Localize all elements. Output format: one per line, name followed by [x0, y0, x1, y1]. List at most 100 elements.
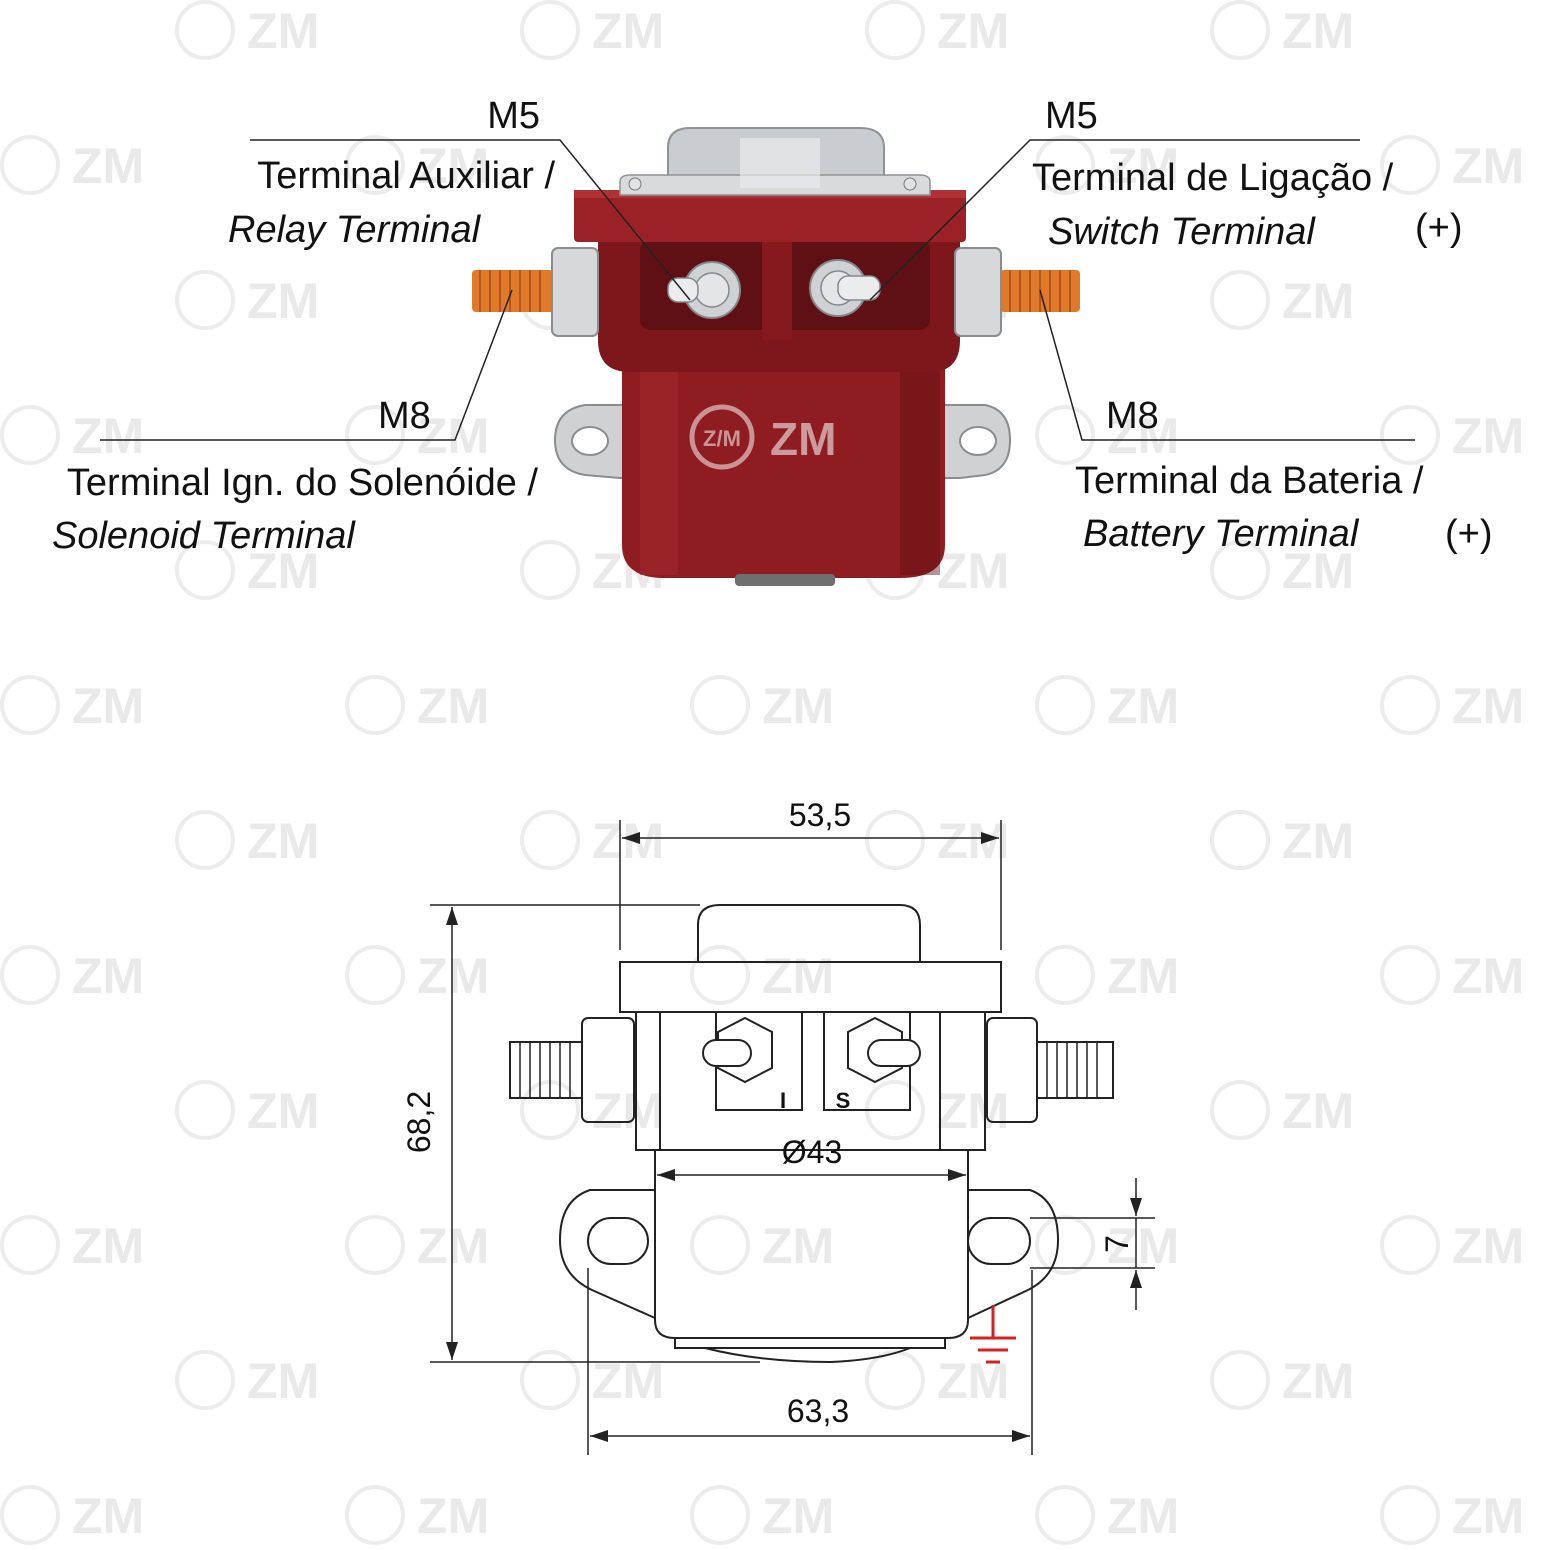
drawing-bracket-right — [967, 1189, 1060, 1319]
watermark-logo-ring — [175, 1350, 235, 1410]
drawing-m5-nut-left — [717, 1016, 773, 1084]
right-m8-stud — [954, 247, 1080, 337]
watermark-text: ZM — [247, 3, 319, 59]
solenoid-body — [622, 350, 945, 578]
drawing-thread-left — [509, 1041, 583, 1099]
drawing-m5-nut-right — [847, 1016, 903, 1084]
watermark-logo-ring — [1380, 1215, 1440, 1275]
watermark-logo-ring — [865, 1350, 925, 1410]
watermark-logo-ring — [1380, 1485, 1440, 1545]
svg-text:ZM: ZM — [770, 413, 836, 465]
label-battery-pt: Terminal da Bateria / — [1075, 460, 1424, 502]
dim-height-value: 68,2 — [401, 1091, 437, 1153]
ground-symbol — [970, 1305, 1016, 1364]
watermark-logo-ring — [690, 1485, 750, 1545]
watermark-text: ZM — [937, 813, 1009, 869]
drawing-hole-right — [967, 1217, 1031, 1265]
watermark-text: ZM — [762, 1218, 834, 1274]
label-switch-pt: Terminal de Ligação / — [1032, 157, 1394, 199]
watermark-logo-ring — [1210, 540, 1270, 600]
body-brand-logo: Z/M ZM — [689, 404, 836, 470]
dimension-values: 53,5 68,2 Ø43 7 63,3 — [401, 797, 1135, 1429]
watermark-text: ZM — [1107, 948, 1179, 1004]
watermark-text: ZM — [72, 1218, 144, 1274]
watermark-text: ZM — [1107, 1218, 1179, 1274]
left-m8-stud — [472, 247, 599, 337]
technical-drawing — [509, 904, 1114, 1364]
watermark-text: ZM — [592, 813, 664, 869]
label-solenoid-pt: Terminal Ign. do Solenóide / — [67, 462, 539, 504]
watermark-text: ZM — [417, 408, 489, 464]
label-relay-pt: Terminal Auxiliar / — [257, 155, 555, 197]
watermark-logo-ring — [175, 810, 235, 870]
watermark-text: ZM — [592, 1083, 664, 1139]
leader-bottom-left — [100, 289, 513, 441]
dim-diameter-value: Ø43 — [782, 1134, 842, 1170]
watermark-text: ZM — [937, 1083, 1009, 1139]
watermark-logo-ring — [345, 675, 405, 735]
watermark-text: ZM — [1107, 138, 1179, 194]
watermark-logo-ring — [1210, 1080, 1270, 1140]
watermark-text: ZM — [1107, 1488, 1179, 1544]
watermark-logo-ring — [520, 0, 580, 60]
right-m5-stud — [809, 259, 881, 317]
svg-text:Z/M: Z/M — [703, 426, 741, 451]
leader-top-right — [869, 139, 1360, 301]
dim-width-base-value: 63,3 — [787, 1393, 849, 1429]
cap-screw-right — [903, 177, 917, 191]
body-base — [735, 574, 835, 586]
watermark-logo-ring — [175, 540, 235, 600]
watermark-logo-ring — [0, 405, 60, 465]
watermark-logo-ring — [345, 1215, 405, 1275]
watermark-text: ZM — [417, 678, 489, 734]
watermark-text: ZM — [1282, 3, 1354, 59]
watermark-logo-ring — [690, 675, 750, 735]
watermark-text: ZM — [1282, 543, 1354, 599]
top-flange — [574, 190, 966, 242]
watermark-logo-ring — [0, 1485, 60, 1545]
watermark-logo-ring — [0, 1215, 60, 1275]
cap-shine — [740, 138, 820, 188]
watermark-text: ZM — [762, 1488, 834, 1544]
terminal-mark-s: S — [836, 1088, 851, 1113]
watermark-text: ZM — [1452, 1218, 1524, 1274]
watermark-logo-ring — [690, 945, 750, 1005]
watermark-text: ZM — [247, 273, 319, 329]
watermark-text: ZM — [247, 1353, 319, 1409]
watermark-logo-ring — [345, 1485, 405, 1545]
dimension-lines — [430, 820, 1155, 1455]
watermark-logo-ring — [1210, 1350, 1270, 1410]
drawing-cap — [697, 904, 921, 962]
watermark-logo-ring — [1035, 675, 1095, 735]
watermark-text: ZM — [762, 678, 834, 734]
watermark-text: ZM — [762, 948, 834, 1004]
watermark-logo-ring — [1035, 945, 1095, 1005]
drawing-housing — [635, 1012, 986, 1151]
watermark-text: ZM — [1452, 138, 1524, 194]
watermark-text: ZM — [417, 1218, 489, 1274]
watermark-text: ZM — [417, 948, 489, 1004]
drawing-bracket-left — [558, 1189, 656, 1319]
watermark-logo-ring — [175, 1080, 235, 1140]
label-relay-en: Relay Terminal — [228, 209, 482, 251]
watermark-text: ZM — [1282, 1083, 1354, 1139]
cap-screw-left — [628, 177, 642, 191]
watermark-logo-ring — [0, 675, 60, 735]
label-battery-polarity: (+) — [1445, 513, 1493, 555]
watermark-logo-ring — [1210, 810, 1270, 870]
watermark-text: ZM — [72, 948, 144, 1004]
leader-bottom-right — [1039, 289, 1415, 441]
watermark-text: ZM — [1452, 678, 1524, 734]
watermark-logo-ring — [865, 0, 925, 60]
watermark-text: ZM — [937, 543, 1009, 599]
leader-top-left — [250, 139, 691, 301]
watermark-logo-ring — [520, 810, 580, 870]
watermark-text: ZM — [1452, 948, 1524, 1004]
body-highlight — [640, 350, 678, 575]
watermark-logo-ring — [0, 135, 60, 195]
drawing-base-arc — [704, 1347, 911, 1364]
watermark-logo-ring — [0, 945, 60, 1005]
dim-hole-value: 7 — [1099, 1235, 1135, 1253]
